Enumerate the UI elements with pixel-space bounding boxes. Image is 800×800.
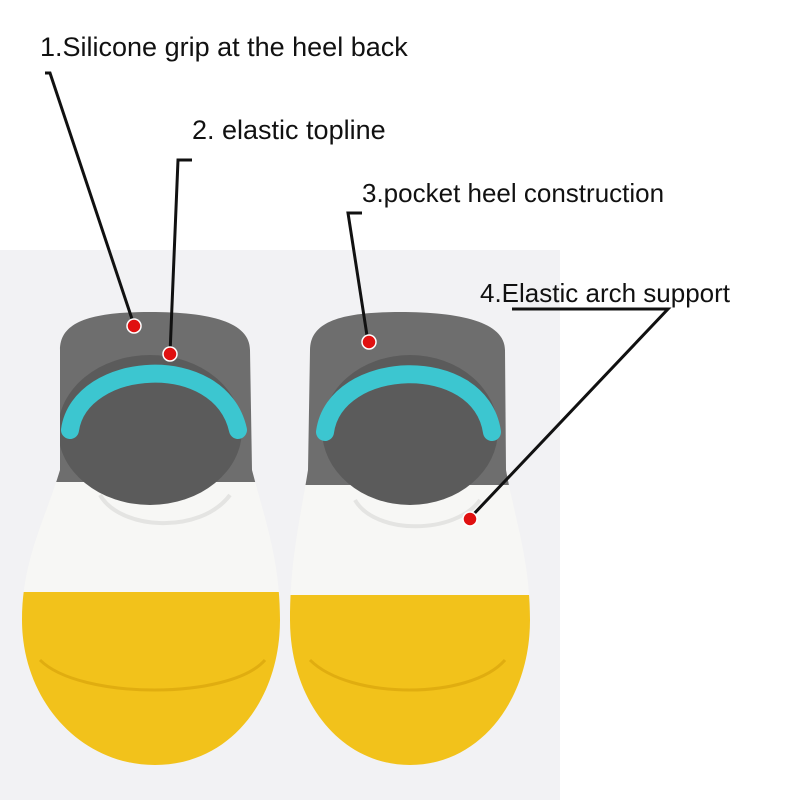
markers <box>126 318 478 527</box>
leader-lines <box>45 71 672 520</box>
callout-label-pocket-heel: 3.pocket heel construction <box>362 178 665 208</box>
leader-line-4 <box>468 307 672 520</box>
callout-label-arch-support: 4.Elastic arch support <box>480 278 731 308</box>
right-sock <box>290 312 530 765</box>
marker-3 <box>361 334 377 350</box>
marker-4 <box>462 511 478 527</box>
leader-line-1 <box>45 71 136 326</box>
callout-label-elastic-topline: 2. elastic topline <box>192 115 386 145</box>
marker-1 <box>126 318 142 334</box>
leader-line-2 <box>168 158 192 355</box>
marker-2 <box>162 346 178 362</box>
left-sock <box>22 312 280 765</box>
leader-line-3 <box>346 211 370 343</box>
callout-label-silicone-grip: 1.Silicone grip at the heel back <box>40 32 408 62</box>
